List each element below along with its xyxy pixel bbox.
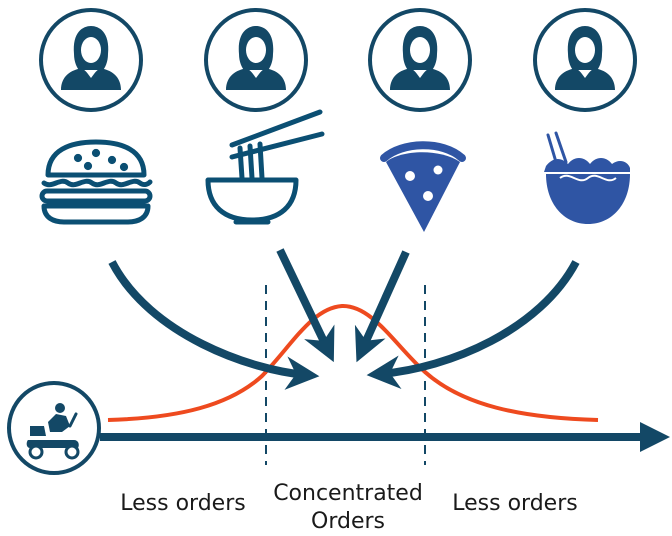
noodle-bowl-icon — [205, 109, 325, 225]
customer-avatar-2 — [204, 8, 308, 112]
delivery-scooter-icon — [7, 381, 101, 475]
customer-avatar-icon — [533, 8, 637, 112]
customer-avatar-icon — [204, 8, 308, 112]
concentrated-orders-label: Concentrated Orders — [258, 480, 438, 536]
customer-avatar-4 — [533, 8, 637, 112]
concentrated-label-line2: Orders — [311, 509, 385, 534]
pizza-flow-arrow — [354, 250, 410, 363]
burger-icon — [39, 139, 153, 225]
customer-avatar-3 — [368, 8, 472, 112]
customer-avatar-icon — [368, 8, 472, 112]
concentrated-label-line1: Concentrated — [273, 481, 423, 506]
ramen-flow-arrow — [366, 260, 580, 390]
ramen-bowl-icon — [544, 131, 630, 224]
demand-bell-curve — [107, 303, 599, 422]
noodle-flow-arrow — [276, 248, 335, 363]
customer-avatar-1 — [39, 8, 143, 112]
customer-avatar-icon — [39, 8, 143, 112]
pizza-slice-icon — [380, 141, 466, 232]
delivery-axis-arrowhead — [640, 422, 670, 452]
left-less-orders-label: Less orders — [120, 491, 246, 516]
right-less-orders-label: Less orders — [452, 491, 578, 516]
burger-flow-arrow — [108, 260, 320, 390]
